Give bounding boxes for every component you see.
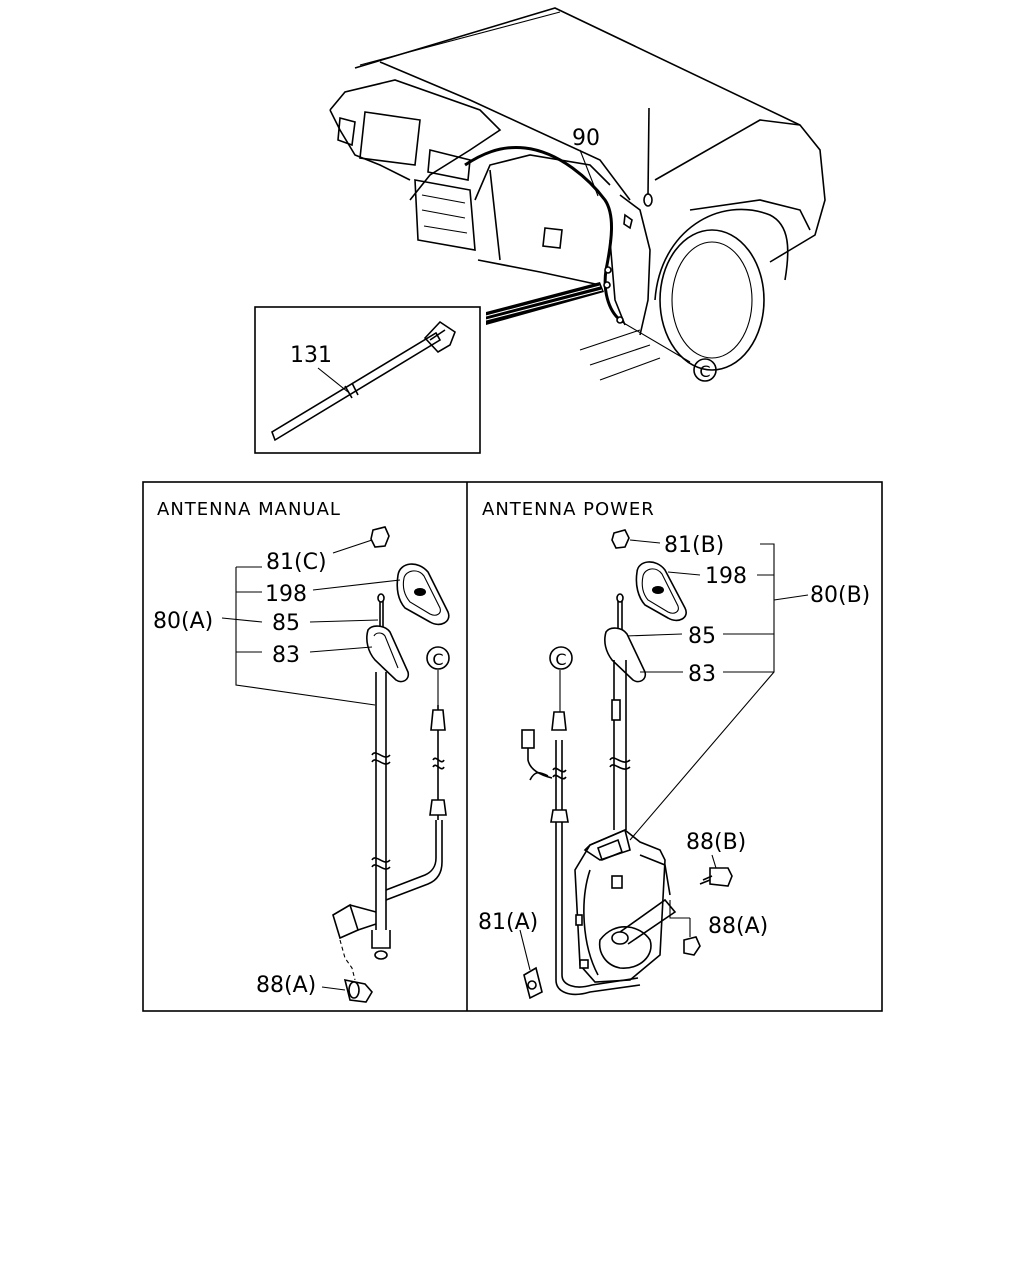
- detail-pointer-stripes: [485, 285, 603, 321]
- manual-callout-88a: 88(A): [256, 973, 316, 998]
- manual-connector-c-circle: C: [426, 646, 450, 670]
- callout-90: 90: [572, 126, 600, 151]
- power-callout-85: 85: [688, 624, 716, 649]
- panel-frame: [142, 481, 883, 1012]
- power-connector-c-label: C: [555, 650, 566, 669]
- power-callout-80b: 80(B): [810, 583, 870, 608]
- manual-callout-81c: 81(C): [266, 550, 327, 575]
- detail-pointer: [486, 282, 604, 325]
- power-antenna-drawing: [519, 529, 809, 1000]
- cable-tie-131: [271, 320, 456, 442]
- manual-callout-83: 83: [272, 643, 300, 668]
- manual-antenna-drawing: [221, 526, 450, 1003]
- vehicle-illustration: [329, 7, 826, 381]
- connector-c-circle-top: C: [693, 358, 717, 382]
- power-callout-198: 198: [705, 564, 747, 589]
- power-callout-81a: 81(A): [478, 910, 538, 935]
- callout-131: 131: [290, 343, 332, 368]
- power-connector-c-circle: C: [549, 646, 573, 670]
- manual-connector-c-label: C: [432, 650, 443, 669]
- power-panel-title: ANTENNA POWER: [482, 499, 655, 520]
- power-callout-83: 83: [688, 662, 716, 687]
- power-callout-88a: 88(A): [708, 914, 768, 939]
- manual-callout-80a: 80(A): [153, 609, 213, 634]
- manual-callout-85: 85: [272, 611, 300, 636]
- manual-panel-title: ANTENNA MANUAL: [157, 499, 341, 520]
- manual-callout-198: 198: [265, 582, 307, 607]
- power-callout-88b: 88(B): [686, 830, 746, 855]
- power-callout-81b: 81(B): [664, 533, 724, 558]
- cable-tie-detail-box: [254, 306, 481, 454]
- connector-c-label: C: [699, 362, 710, 381]
